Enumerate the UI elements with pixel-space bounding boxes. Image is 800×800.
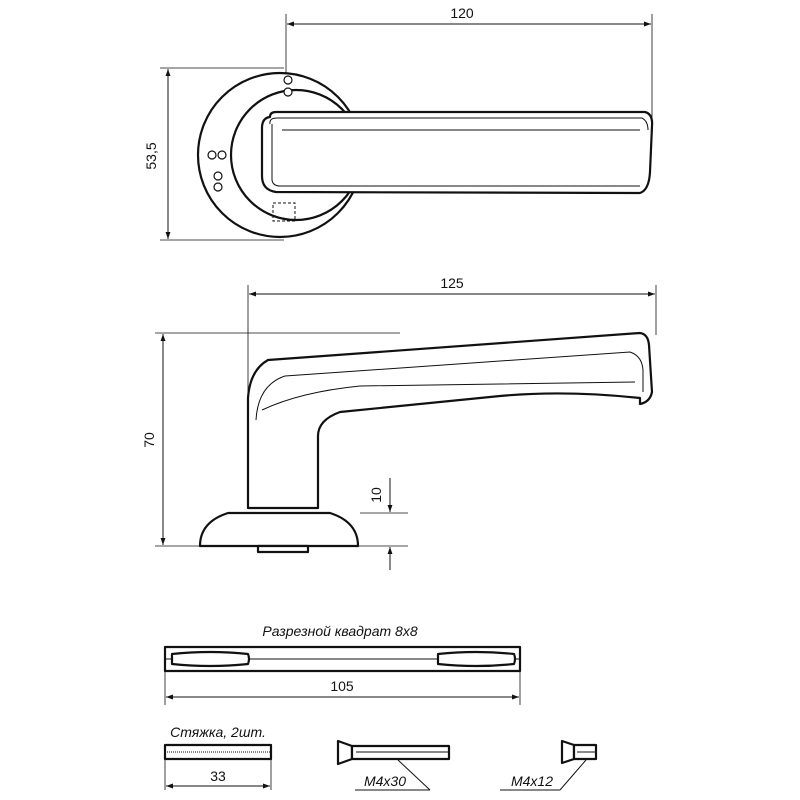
side-height-label: 70 bbox=[141, 432, 157, 448]
lever-top-view bbox=[260, 110, 654, 195]
spindle-length-label: 105 bbox=[330, 678, 354, 694]
spindle-part: Разрезной квадрат 8x8 105 bbox=[163, 623, 522, 705]
spindle-hidden-outline bbox=[272, 202, 296, 222]
spindle-stub bbox=[256, 544, 310, 554]
side-view: 125 70 10 bbox=[141, 275, 657, 570]
screw-short-head bbox=[560, 739, 576, 765]
rose-holes bbox=[207, 75, 293, 192]
screw-long-head bbox=[336, 739, 354, 766]
spindle-caption: Разрезной квадрат 8x8 bbox=[262, 623, 417, 639]
side-width-label: 125 bbox=[440, 275, 464, 291]
screw-short-label: M4x12 bbox=[511, 773, 553, 789]
tie-caption: Стяжка, 2шт. bbox=[170, 724, 266, 740]
rose-side-view bbox=[198, 511, 360, 548]
tie-length-label: 33 bbox=[210, 768, 226, 784]
screw-short-leader bbox=[559, 759, 587, 791]
top-view: 120 53,5 bbox=[143, 5, 654, 241]
screw-long-leader bbox=[397, 759, 431, 791]
top-height-label: 53,5 bbox=[143, 142, 159, 169]
rose-height-label: 10 bbox=[368, 487, 384, 503]
tie-part: Стяжка, 2шт. 33 bbox=[163, 724, 273, 790]
screw-long-label: M4x30 bbox=[364, 773, 406, 789]
top-width-label: 120 bbox=[450, 5, 474, 21]
spindle-slot-right bbox=[436, 650, 517, 668]
lever-side-view bbox=[246, 331, 654, 510]
screw-short-part: M4x12 bbox=[500, 739, 598, 791]
spindle-slot-left bbox=[170, 650, 251, 668]
screw-long-part: M4x30 bbox=[336, 739, 451, 791]
